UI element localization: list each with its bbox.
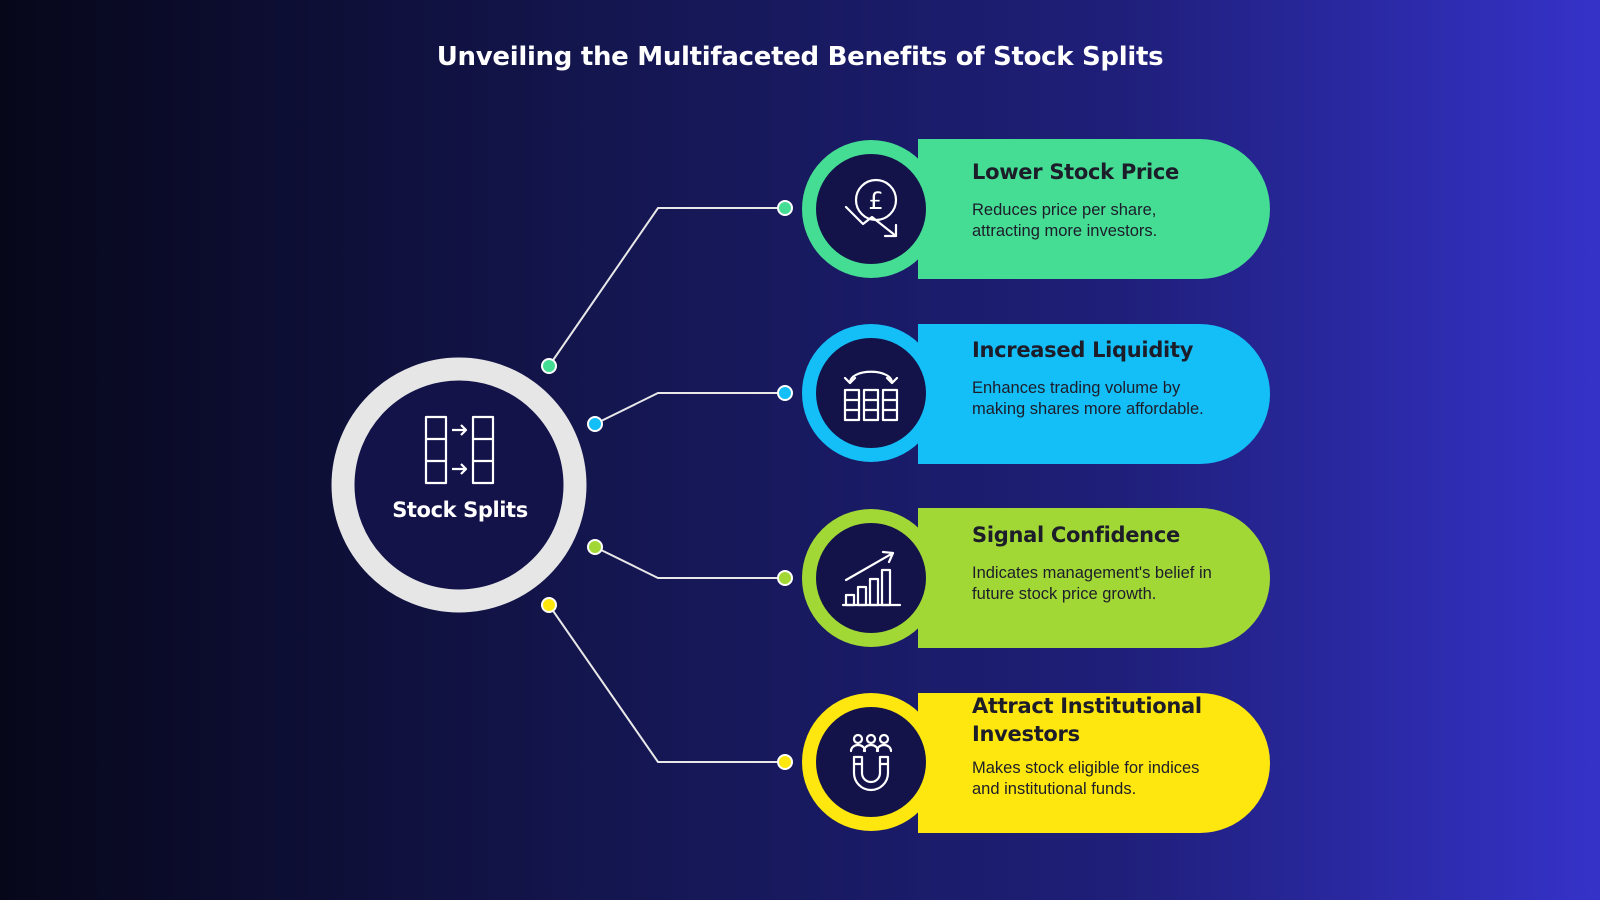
benefit-title: Attract Institutional Investors <box>972 694 1202 746</box>
benefit-card-4 <box>802 693 1270 833</box>
connector-dot-3-card <box>777 570 793 586</box>
benefit-text-1: Lower Stock Price Reduces price per shar… <box>972 158 1222 242</box>
connector-dot-4-card <box>777 754 793 770</box>
connector-dot-4-hub <box>541 597 557 613</box>
diagram-title: Unveiling the Multifaceted Benefits of S… <box>436 42 1164 72</box>
benefit-title: Lower Stock Price <box>972 160 1179 184</box>
benefit-title: Signal Confidence <box>972 523 1180 547</box>
benefit-description: Indicates management's belief in future … <box>972 564 1212 603</box>
connector-dot-3-hub <box>587 539 603 555</box>
benefit-text-4: Attract Institutional Investors Makes st… <box>972 692 1222 800</box>
connector-line-3 <box>594 546 785 579</box>
connector-dot-2-hub <box>587 416 603 432</box>
stock-split-icon <box>424 415 495 485</box>
connector-line-4 <box>548 604 785 763</box>
benefit-text-3: Signal Confidence Indicates management's… <box>972 521 1222 605</box>
connector-dot-1-card <box>777 200 793 216</box>
connector-dot-1-hub <box>541 358 557 374</box>
benefit-card-2 <box>802 324 1270 464</box>
benefit-card-1 <box>802 139 1270 279</box>
connector-dot-2-card <box>777 385 793 401</box>
connector-line-1 <box>548 207 785 367</box>
connector-dots <box>541 200 793 770</box>
exchange-boxes-icon <box>843 370 899 422</box>
benefit-text-2: Increased Liquidity Enhances trading vol… <box>972 336 1222 420</box>
benefit-description: Makes stock eligible for indices and ins… <box>972 759 1200 798</box>
hub-circle <box>331 357 587 613</box>
magnet-people-icon <box>849 733 893 792</box>
hub-label: Stock Splits <box>392 498 528 522</box>
growth-chart-icon <box>841 550 902 607</box>
pound-price-down-icon: £ <box>844 178 898 238</box>
benefit-title: Increased Liquidity <box>972 338 1194 362</box>
benefit-description: Reduces price per share, attracting more… <box>972 201 1158 240</box>
connector-line-2 <box>594 392 785 425</box>
svg-text:£: £ <box>868 187 883 215</box>
benefit-description: Enhances trading volume by making shares… <box>972 379 1204 418</box>
